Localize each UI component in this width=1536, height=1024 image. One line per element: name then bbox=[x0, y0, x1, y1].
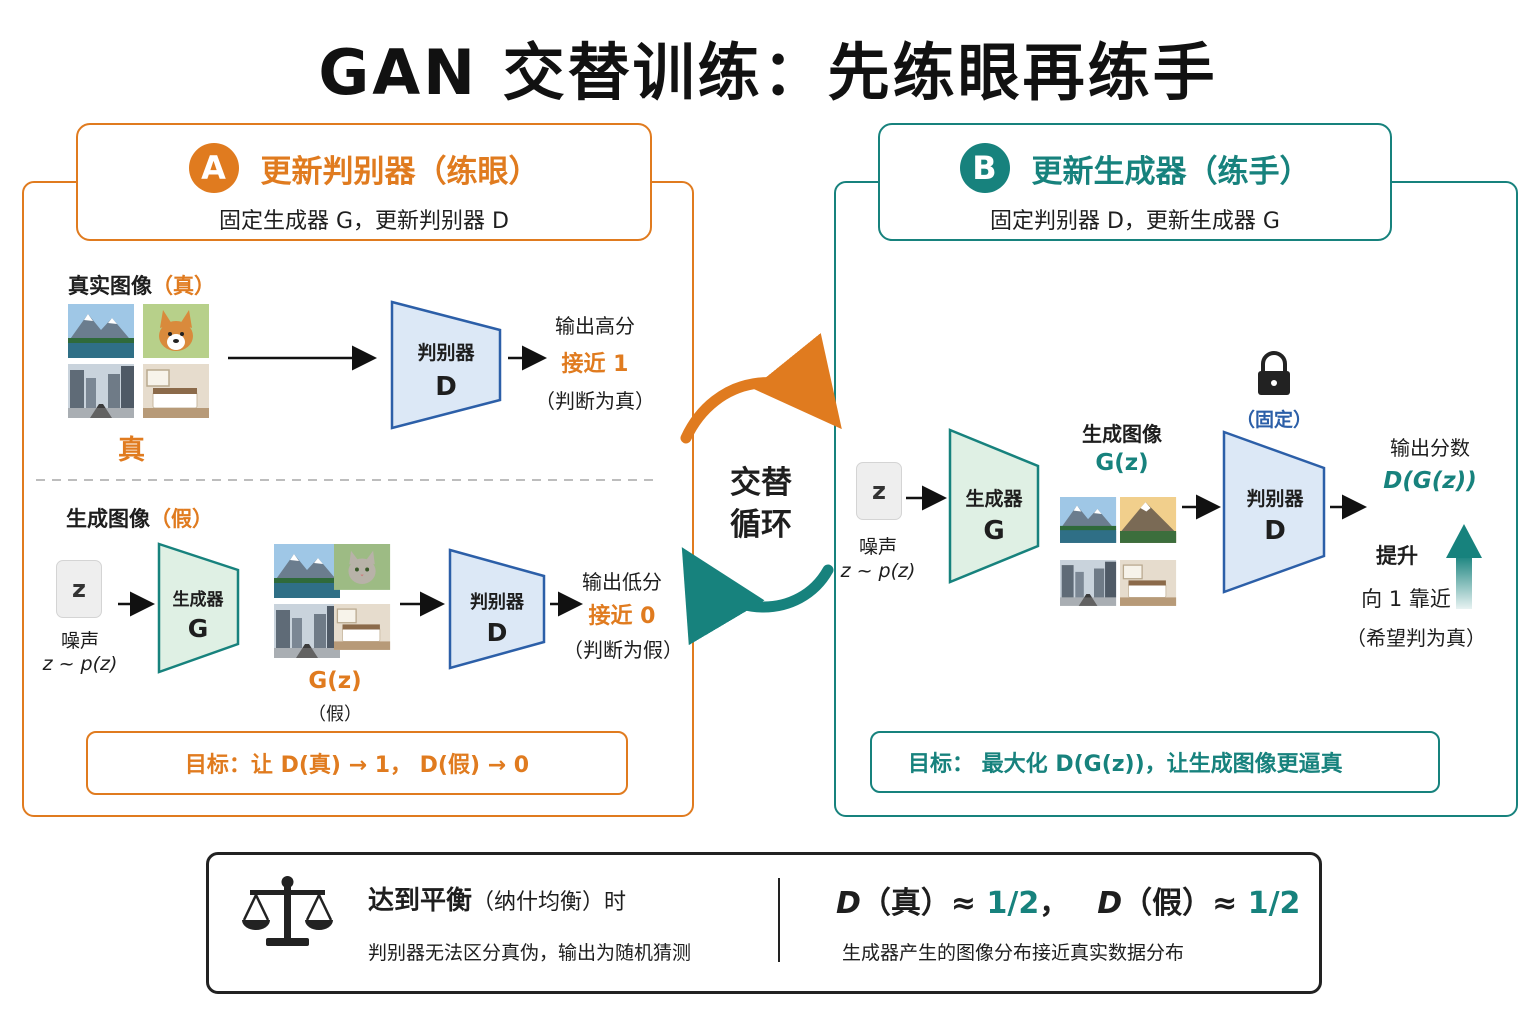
fake-output-title: 输出低分 bbox=[582, 570, 662, 594]
fake-output-value: 接近 0 bbox=[588, 604, 656, 629]
real-images-label: 真实图像（真） bbox=[68, 274, 215, 298]
panel-b-header: B 更新生成器（练手） 固定判别器 D，更新生成器 G bbox=[878, 123, 1392, 241]
panel-b-title: 更新生成器（练手） bbox=[1031, 153, 1311, 190]
discriminator-shape-real bbox=[390, 300, 502, 430]
equilibrium-equation: D（真）≈ 1/2，D（假）≈ 1/2 bbox=[836, 886, 1301, 921]
alternate-loop-label: 交替 循环 bbox=[706, 462, 816, 546]
raise-note: （希望判为真） bbox=[1346, 626, 1486, 650]
real-output-value: 接近 1 bbox=[561, 352, 629, 377]
page-title: GAN 交替训练：先练眼再练手 bbox=[318, 36, 1218, 109]
gen-images-gz: G(z) bbox=[1095, 450, 1149, 476]
lock-icon bbox=[1258, 351, 1290, 395]
gen-b-name: 生成器 bbox=[965, 488, 1023, 510]
panel-b-subtitle: 固定判别器 D，更新生成器 G bbox=[990, 209, 1280, 234]
panel-update-discriminator bbox=[22, 181, 694, 817]
equilibrium-half-real: 1/2 bbox=[986, 886, 1040, 921]
fake-image-city bbox=[274, 604, 340, 658]
real-image-grid bbox=[68, 304, 210, 419]
discriminator-shape-b bbox=[1222, 430, 1326, 594]
fake-gz-label: G(z) bbox=[308, 668, 362, 694]
badge-a: A bbox=[188, 143, 239, 193]
noise-label-b: 噪声 bbox=[858, 536, 897, 558]
fake-image-grid bbox=[274, 544, 391, 658]
equilibrium-left-desc: 判别器无法区分真伪，输出为随机猜测 bbox=[368, 942, 692, 964]
goal-a: 目标：让 D(真) → 1， D(假) → 0 bbox=[86, 731, 628, 795]
real-image-bedroom bbox=[142, 363, 210, 419]
generated-image-grid bbox=[1060, 497, 1177, 607]
real-caption: 真 bbox=[118, 435, 145, 466]
equilibrium-box bbox=[206, 852, 1322, 994]
alternate-loop-line1: 交替 bbox=[730, 465, 792, 501]
gen-a-letter: G bbox=[187, 614, 209, 643]
panel-a-subtitle: 固定生成器 G，更新判别器 D bbox=[219, 209, 509, 234]
gen-image-mountain bbox=[1060, 497, 1117, 543]
disc-b-name: 判别器 bbox=[1246, 488, 1304, 510]
fake-images-label: 生成图像（假） bbox=[66, 507, 213, 531]
real-output-note: （判断为真） bbox=[535, 389, 655, 413]
gen-image-bedroom bbox=[1119, 559, 1177, 607]
real-image-mountain bbox=[68, 304, 134, 358]
discriminator-shape-fake bbox=[448, 548, 546, 670]
gen-images-label: 生成图像 bbox=[1082, 422, 1162, 446]
gen-image-city bbox=[1060, 560, 1117, 606]
noise-z-box-b: z bbox=[856, 462, 902, 520]
loop-arrow-teal bbox=[681, 547, 834, 646]
goal-b: 目标： 最大化 D(G(z))，让生成图像更逼真 bbox=[870, 731, 1440, 793]
score-output-value: D(G(z)) bbox=[1383, 468, 1477, 494]
badge-b: B bbox=[959, 143, 1010, 193]
fixed-label: （固定） bbox=[1235, 409, 1312, 431]
gen-image-peak bbox=[1120, 497, 1177, 543]
raise-arrow-icon bbox=[1446, 524, 1482, 609]
raise-label: 提升 bbox=[1376, 544, 1418, 568]
panel-a-title: 更新判别器（练眼） bbox=[260, 153, 540, 190]
real-image-city bbox=[68, 364, 134, 418]
disc-b-letter: D bbox=[1264, 516, 1286, 546]
fake-tag: （假） bbox=[150, 507, 213, 531]
equilibrium-right-desc: 生成器产生的图像分布接近真实数据分布 bbox=[842, 942, 1185, 964]
gen-b-letter: G bbox=[983, 516, 1005, 546]
fake-image-bedroom bbox=[333, 603, 391, 651]
generator-shape-b bbox=[948, 428, 1040, 584]
score-output-title: 输出分数 bbox=[1390, 436, 1470, 460]
equilibrium-heading: 达到平衡（纳什均衡）时 bbox=[368, 886, 627, 916]
gen-a-name: 生成器 bbox=[172, 590, 224, 610]
disc-real-name: 判别器 bbox=[417, 342, 475, 364]
noise-z-box-a: z bbox=[56, 560, 102, 618]
real-output-title: 输出高分 bbox=[555, 314, 635, 338]
scale-icon bbox=[242, 876, 333, 946]
disc-fake-letter: D bbox=[486, 618, 508, 647]
fake-output-note: （判断为假） bbox=[563, 638, 683, 662]
panel-a-header: A 更新判别器（练眼） 固定生成器 G，更新判别器 D bbox=[76, 123, 652, 241]
raise-target: 向 1 靠近 bbox=[1361, 587, 1451, 611]
generator-shape-a bbox=[157, 542, 240, 674]
equilibrium-half-fake: 1/2 bbox=[1247, 886, 1301, 921]
disc-real-letter: D bbox=[435, 372, 457, 402]
real-tag: （真） bbox=[152, 274, 215, 298]
fake-image-mountain bbox=[274, 544, 340, 598]
fake-gz-note: （假） bbox=[308, 704, 362, 725]
noise-dist-a: z ~ p(z) bbox=[42, 653, 118, 675]
noise-dist-b: z ~ p(z) bbox=[840, 560, 916, 582]
loop-arrow-orange bbox=[680, 333, 842, 444]
alternate-loop-line2: 循环 bbox=[730, 507, 792, 543]
real-image-dog bbox=[143, 304, 209, 358]
equilibrium-heading-note: （纳什均衡）时 bbox=[472, 890, 627, 915]
fake-image-cat bbox=[334, 544, 391, 590]
noise-label-a: 噪声 bbox=[60, 630, 99, 652]
disc-fake-name: 判别器 bbox=[470, 592, 524, 613]
